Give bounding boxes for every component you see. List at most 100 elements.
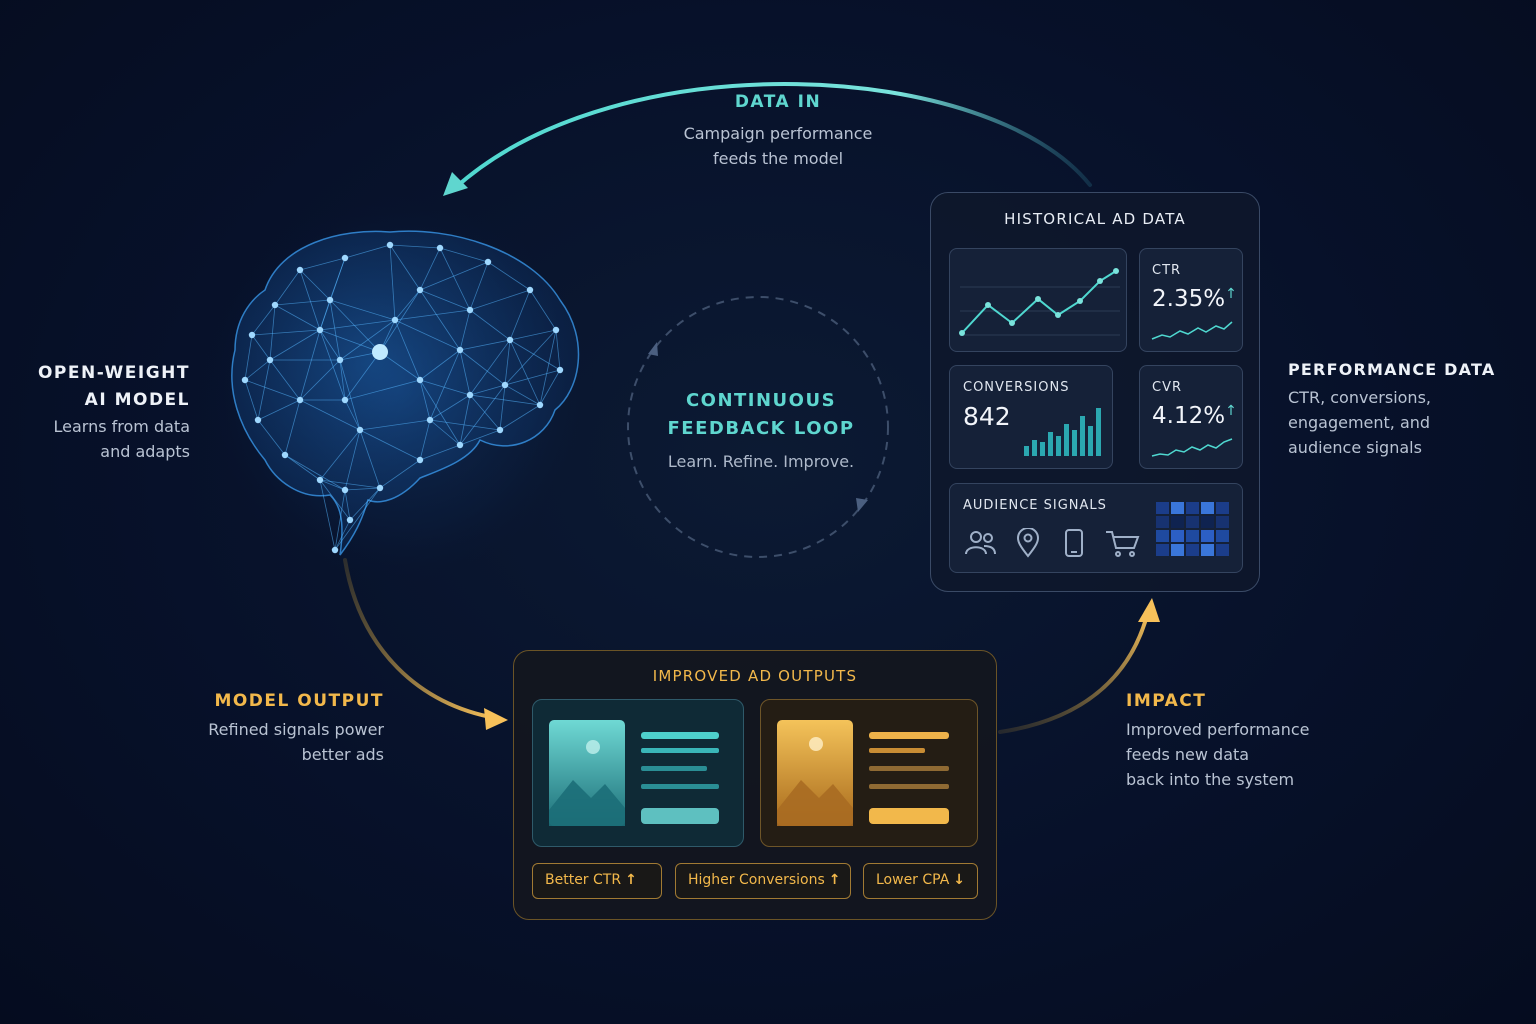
brain-link xyxy=(344,399,361,431)
brain-link xyxy=(319,479,346,491)
heatmap-cell xyxy=(1186,530,1199,542)
brain-link xyxy=(251,334,271,361)
impact-arrowhead xyxy=(1138,598,1160,622)
brain-link xyxy=(394,309,471,321)
heatmap-cell xyxy=(1216,516,1229,528)
cvr-value: 4.12%↑ xyxy=(1152,403,1237,429)
brain-link xyxy=(487,261,531,291)
brain-link xyxy=(284,399,301,456)
ctr-card: CTR 2.35%↑ xyxy=(1139,248,1243,352)
brain-link xyxy=(394,319,421,381)
performance-title: PERFORMANCE DATA xyxy=(1288,360,1496,379)
brain-node xyxy=(296,396,304,404)
lower-cpa-pill: Lower CPA↓ xyxy=(863,863,978,899)
model-line-1: Learns from data xyxy=(53,417,191,436)
cvr-up-arrow-icon: ↑ xyxy=(1225,403,1237,419)
brain-link xyxy=(329,299,396,321)
heatmap-cell xyxy=(1156,544,1169,556)
up-arrow-icon: ↑ xyxy=(828,872,841,888)
heatmap-cell xyxy=(1171,544,1184,556)
brain-node xyxy=(552,326,560,334)
brain-link xyxy=(469,394,501,431)
brain-link xyxy=(459,384,506,446)
brain-link xyxy=(319,329,381,353)
brain-link xyxy=(419,247,441,291)
brain-link xyxy=(429,394,471,421)
brain-node xyxy=(326,296,334,304)
brain-node xyxy=(426,416,434,424)
model-output-arrow xyxy=(343,558,498,720)
heatmap-cell xyxy=(1156,530,1169,542)
brain-link xyxy=(344,429,361,491)
cvr-label: CVR xyxy=(1152,380,1183,395)
brain-link xyxy=(389,244,441,249)
brain-link xyxy=(504,369,561,386)
ctr-value: 2.35%↑ xyxy=(1152,286,1237,312)
brain-link xyxy=(469,289,531,311)
data-in-arrow xyxy=(453,82,1092,190)
brain-node xyxy=(316,476,324,484)
brain-node xyxy=(248,331,256,339)
brain-node xyxy=(456,441,464,449)
historical-ad-data-panel: HISTORICAL AD DATA CTR 2.35%↑ CONVERSION… xyxy=(930,192,1260,592)
brain-link xyxy=(334,487,381,551)
brain-node xyxy=(436,244,444,252)
performance-label: PERFORMANCE DATA CTR, conversions, engag… xyxy=(1288,360,1518,460)
brain-link xyxy=(429,419,501,431)
brain-link xyxy=(244,379,259,421)
loop-subtitle: Learn. Refine. Improve. xyxy=(667,452,855,471)
brain-node xyxy=(331,546,339,554)
brain-link xyxy=(504,384,541,406)
brain-node xyxy=(466,391,474,399)
heatmap-cell xyxy=(1186,544,1199,556)
conversions-label: CONVERSIONS xyxy=(963,380,1070,395)
heatmap-cell xyxy=(1156,502,1169,514)
audience-icons xyxy=(965,528,1140,558)
brain-link xyxy=(319,479,351,521)
brain-node xyxy=(526,286,534,294)
brain-link xyxy=(509,339,541,406)
better-ctr-pill: Better CTR↑ xyxy=(532,863,662,899)
gold-ad-preview xyxy=(777,720,949,826)
loop-title-2: FEEDBACK LOOP xyxy=(667,418,855,439)
brain-link xyxy=(439,247,471,311)
brain-link xyxy=(419,419,431,461)
brain-link xyxy=(274,269,301,306)
teal-ad-card xyxy=(532,699,744,847)
brain-node xyxy=(484,258,492,266)
brain-link xyxy=(504,329,557,386)
brain-link xyxy=(299,329,321,401)
model-output-line-1: Refined signals power xyxy=(208,720,384,739)
ctr-label: CTR xyxy=(1152,263,1182,278)
brain-link xyxy=(504,339,511,386)
brain-link xyxy=(251,304,276,336)
cvr-sparkline-icon xyxy=(1151,438,1233,457)
impact-line-2: feeds new data xyxy=(1126,745,1250,764)
impact-label: IMPACT Improved performance feeds new da… xyxy=(1126,691,1356,792)
audience-label: AUDIENCE SIGNALS xyxy=(963,498,1107,513)
impact-line-3: back into the system xyxy=(1126,770,1295,789)
brain-node xyxy=(501,381,509,389)
brain-link xyxy=(509,329,557,341)
brain-link xyxy=(319,329,346,401)
brain-link xyxy=(257,399,301,421)
data-in-arrowhead xyxy=(443,172,468,196)
data-in-line-2: feeds the model xyxy=(712,149,844,168)
brain-link xyxy=(459,394,471,446)
brain-node xyxy=(496,426,504,434)
model-title-2: AI MODEL xyxy=(84,390,190,410)
brain-link xyxy=(389,244,421,291)
brain-link xyxy=(329,299,381,353)
brain-link xyxy=(269,304,276,361)
historical-title: HISTORICAL AD DATA xyxy=(1004,210,1186,228)
brain-node xyxy=(341,396,349,404)
model-line-2: and adapts xyxy=(100,442,190,461)
brain-link xyxy=(344,489,351,521)
higher-conversions-pill: Higher Conversions↑ xyxy=(675,863,851,899)
brain-link xyxy=(244,334,253,381)
brain-link xyxy=(459,349,471,396)
brain-link xyxy=(251,329,321,336)
teal-ad-preview xyxy=(549,720,719,826)
brain-link xyxy=(319,329,341,361)
model-output-label: MODEL OUTPUT Refined signals power bette… xyxy=(190,691,384,767)
